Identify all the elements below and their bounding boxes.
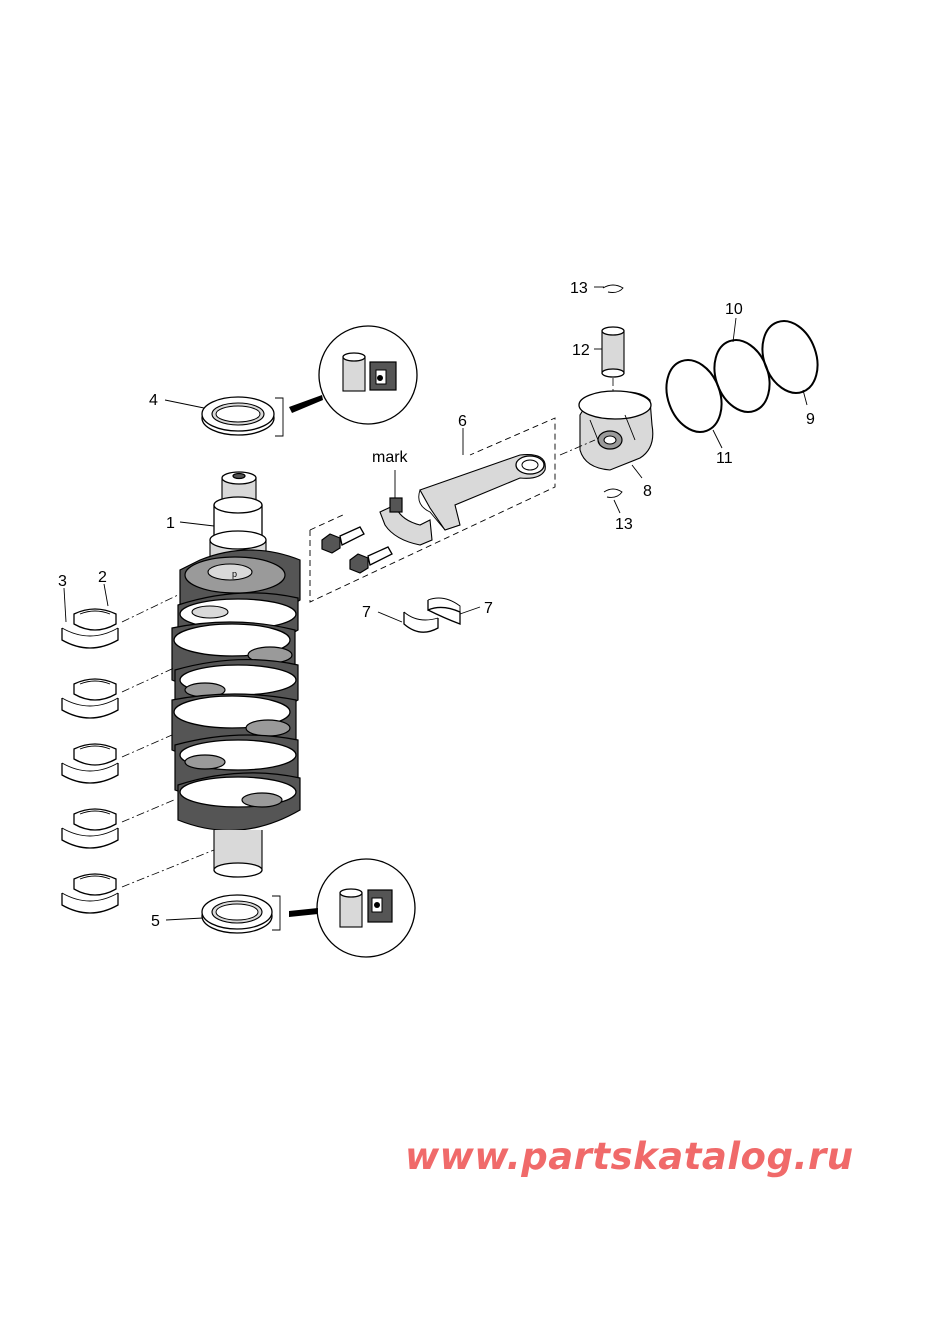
svg-text:p: p <box>232 569 237 579</box>
callout-7-right: 7 <box>484 600 493 617</box>
detail-circle-bottom <box>289 858 416 958</box>
circlip-bottom <box>603 488 623 498</box>
callout-9: 9 <box>806 411 815 428</box>
con-rod-group-box <box>309 417 556 603</box>
mark-label: mark <box>372 449 409 466</box>
callout-10: 10 <box>725 301 743 318</box>
piston <box>559 390 654 471</box>
callout-11: 11 <box>716 450 733 467</box>
callout-6: 6 <box>458 413 467 430</box>
con-rod-bearings <box>403 597 461 633</box>
callout-4: 4 <box>149 392 158 409</box>
piston-rings <box>665 320 819 433</box>
oil-seal-bottom <box>201 894 281 934</box>
oil-seal-top <box>201 396 284 437</box>
callout-8: 8 <box>643 483 652 500</box>
piston-pin <box>601 326 625 392</box>
callout-5: 5 <box>151 913 160 930</box>
leader-lines <box>63 286 808 921</box>
callout-3: 3 <box>58 573 67 590</box>
crankshaft: p <box>171 471 301 878</box>
callout-7-left: 7 <box>362 604 371 621</box>
circlip-top <box>602 284 624 293</box>
callout-2: 2 <box>98 569 107 586</box>
detail-circle-top <box>289 325 418 425</box>
callout-13-bottom: 13 <box>615 516 633 533</box>
con-rod-bolts <box>321 526 393 574</box>
main-bearings <box>61 594 215 914</box>
watermark-text: www.partskatalog.ru <box>405 1135 854 1178</box>
callout-13-top: 13 <box>570 280 588 297</box>
callout-12: 12 <box>572 342 590 359</box>
connecting-rod <box>379 454 546 546</box>
callout-1: 1 <box>166 515 175 532</box>
